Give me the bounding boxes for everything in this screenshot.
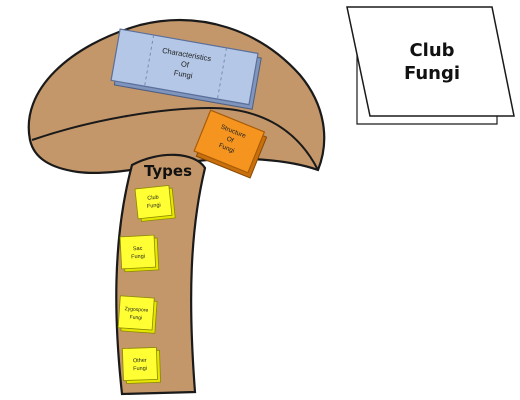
- note-zygospore-line1: Zygospore: [124, 306, 148, 314]
- title-card: Club Fungi: [346, 6, 515, 125]
- note-other-line2: Fungi: [133, 366, 147, 372]
- flap-fold-line: [217, 47, 227, 100]
- structure-line2: Of: [225, 136, 234, 145]
- sticky-note-other[interactable]: Other Fungi: [121, 347, 161, 384]
- characteristics-line2: Of: [180, 59, 190, 69]
- sticky-note-zygospore[interactable]: Zygospore Fungi: [117, 295, 158, 334]
- note-sac-line2: Fungi: [131, 254, 145, 261]
- note-zygospore-line2: Fungi: [129, 314, 142, 321]
- sticky-note-club[interactable]: Club Fungi: [134, 184, 176, 222]
- note-other-line1: Other: [133, 358, 147, 364]
- note-club-line2: Fungi: [147, 202, 161, 209]
- title-card-line1: Club: [409, 40, 454, 61]
- sticky-note-sac[interactable]: Sac Fungi: [119, 234, 160, 273]
- title-card-front: [346, 6, 515, 117]
- note-sac-line1: Sac: [133, 246, 143, 253]
- cap-underside-line: [31, 106, 319, 171]
- note-club-line1: Club: [147, 195, 159, 202]
- characteristics-flap[interactable]: Characteristics Of Fungi: [110, 28, 262, 110]
- structure-flap[interactable]: Structure Of Fungi: [193, 109, 268, 179]
- types-heading: Types: [144, 162, 192, 180]
- flap-fold-line: [144, 34, 154, 87]
- characteristics-line3: Fungi: [173, 68, 193, 80]
- title-card-line2: Fungi: [404, 63, 460, 84]
